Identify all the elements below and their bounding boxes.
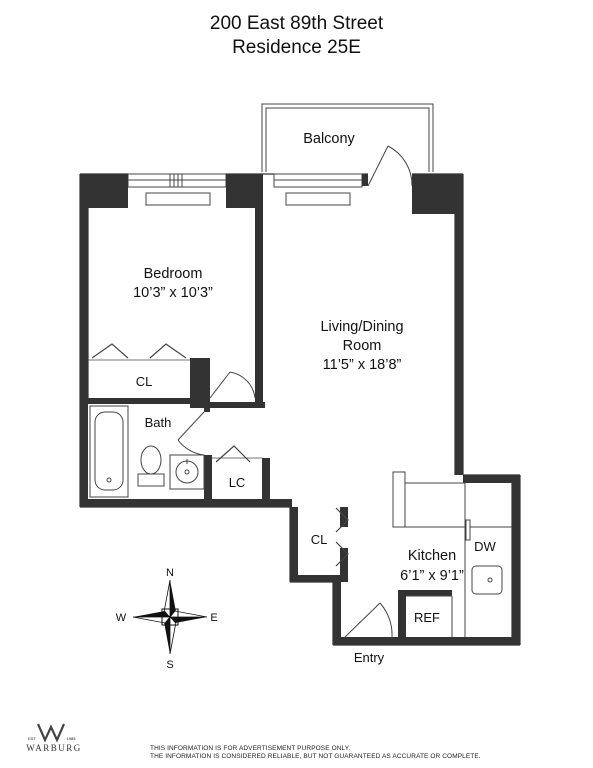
solid-walls xyxy=(80,174,520,645)
compass-east: E xyxy=(210,612,217,624)
balcony-outline xyxy=(261,103,434,172)
entry-closet-doors xyxy=(335,507,349,567)
disclaimer: THIS INFORMATION IS FOR ADVERTISEMENT PU… xyxy=(150,745,481,761)
label-kitchen-size: 6’1” x 9’1” xyxy=(400,568,464,584)
label-entry-closet: CL xyxy=(311,532,328,547)
toilet xyxy=(137,445,165,487)
label-entry: Entry xyxy=(354,650,385,665)
linen-closet-door xyxy=(212,445,262,463)
label-linen-closet: LC xyxy=(229,475,246,490)
plan-address: 200 East 89th Street xyxy=(209,13,384,34)
warburg-brand-name: WARBURG xyxy=(26,743,82,753)
svg-text:1985: 1985 xyxy=(67,736,77,741)
bath-sink xyxy=(169,454,205,490)
bath-door xyxy=(177,411,205,456)
bedroom-closet-doors xyxy=(88,343,190,361)
windows xyxy=(127,173,363,206)
disclaimer-line-1: THIS INFORMATION IS FOR ADVERTISEMENT PU… xyxy=(150,745,351,752)
label-living: Living/Dining xyxy=(320,319,403,335)
svg-text:EST: EST xyxy=(28,736,36,741)
disclaimer-line-2: THE INFORMATION IS CONSIDERED RELIABLE, … xyxy=(150,753,481,760)
compass-west: W xyxy=(116,612,127,624)
label-refrigerator: REF xyxy=(414,610,440,625)
label-bath: Bath xyxy=(145,415,172,430)
label-living-room: Room xyxy=(343,338,382,354)
compass-icon: N S E W xyxy=(116,567,218,671)
kitchen-sink xyxy=(471,565,503,595)
balcony-door xyxy=(367,145,413,187)
label-kitchen: Kitchen xyxy=(408,548,456,564)
kitchen-counters xyxy=(392,471,512,637)
label-living-size: 11’5” x 18’8” xyxy=(323,357,402,373)
label-balcony: Balcony xyxy=(303,131,355,147)
label-bedroom: Bedroom xyxy=(144,266,203,282)
plan-residence: Residence 25E xyxy=(232,37,361,58)
refrigerator xyxy=(406,595,453,637)
compass-north: N xyxy=(166,567,174,579)
bathtub xyxy=(89,405,129,498)
label-bedroom-size: 10’3” x 10’3” xyxy=(133,285,213,301)
warburg-logo-icon: EST 1985 xyxy=(28,723,77,743)
entry-door xyxy=(344,602,393,638)
bedroom-door xyxy=(209,371,256,399)
label-bedroom-closet: CL xyxy=(136,374,153,389)
label-dishwasher: DW xyxy=(474,539,496,554)
compass-south: S xyxy=(166,659,173,671)
